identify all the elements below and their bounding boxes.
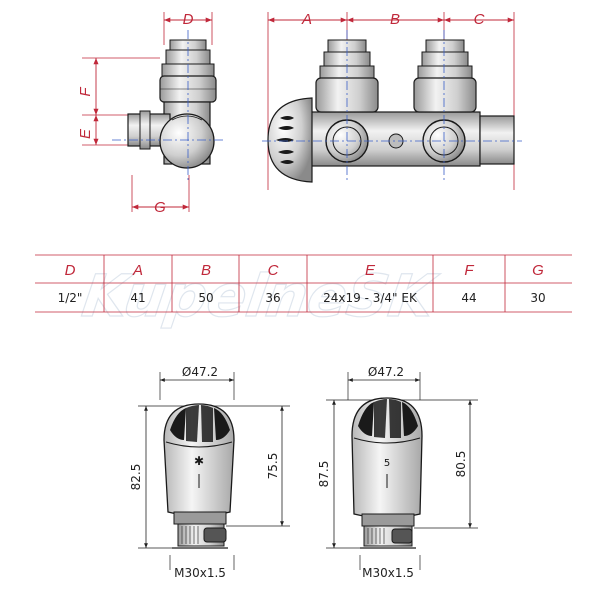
table-value-cell: 24x19 - 3/4" EK [323,291,418,305]
dim-label-d-side: D [183,11,194,28]
thermostatic-head-1: Ø47.2 82.5 75.5 M30x1.5 ✱ [129,365,290,580]
table-value-cell: 30 [530,291,545,305]
dim-label-c: C [474,11,485,28]
head-2-body-height-label: 80.5 [454,451,468,478]
table-header-cell: C [268,262,279,279]
head-1-diameter-label: Ø47.2 [182,365,218,379]
dim-label-f: F [77,87,94,97]
table-value-cell: 41 [130,291,145,305]
table-header-cell: G [532,262,544,279]
table-header-cell: E [365,262,376,279]
head-2-total-height-label: 87.5 [317,461,331,488]
watermark-text: KupelneSK [78,262,442,330]
dim-label-b: B [390,11,400,28]
head-1-body-height-label: 75.5 [266,453,280,480]
table-header-cell: F [464,262,474,279]
table-value-cell: 50 [198,291,213,305]
table-value-cell: 1/2" [58,291,83,305]
valve-side-view: D F E G [77,11,225,216]
dim-label-e: E [77,128,94,139]
table-header-cell: A [132,262,143,279]
dim-label-a: A [301,11,312,28]
table-value-cell: 36 [265,291,280,305]
head-1-thread-label: M30x1.5 [174,566,226,580]
table-value-row: 1/2" 41 50 36 24x19 - 3/4" EK 44 30 [58,291,546,305]
valve-front-view: A B C [262,11,522,190]
table-header-cell: B [201,262,211,279]
dimension-table: D A B C E F G 1/2" 41 50 36 24x19 - 3/4" EK 44 30 [35,254,572,313]
head-2-setting-mark: 5 [384,458,390,469]
head-1-setting-mark: ✱ [194,454,204,468]
table-value-cell: 44 [461,291,476,305]
head-1-total-height-label: 82.5 [129,464,143,491]
dim-label-g: G [154,199,166,216]
table-header-cell: D [65,262,76,279]
head-2-thread-label: M30x1.5 [362,566,414,580]
thermostatic-head-2: Ø47.2 87.5 80.5 M30x1.5 5 [317,365,478,580]
head-2-diameter-label: Ø47.2 [368,365,404,379]
